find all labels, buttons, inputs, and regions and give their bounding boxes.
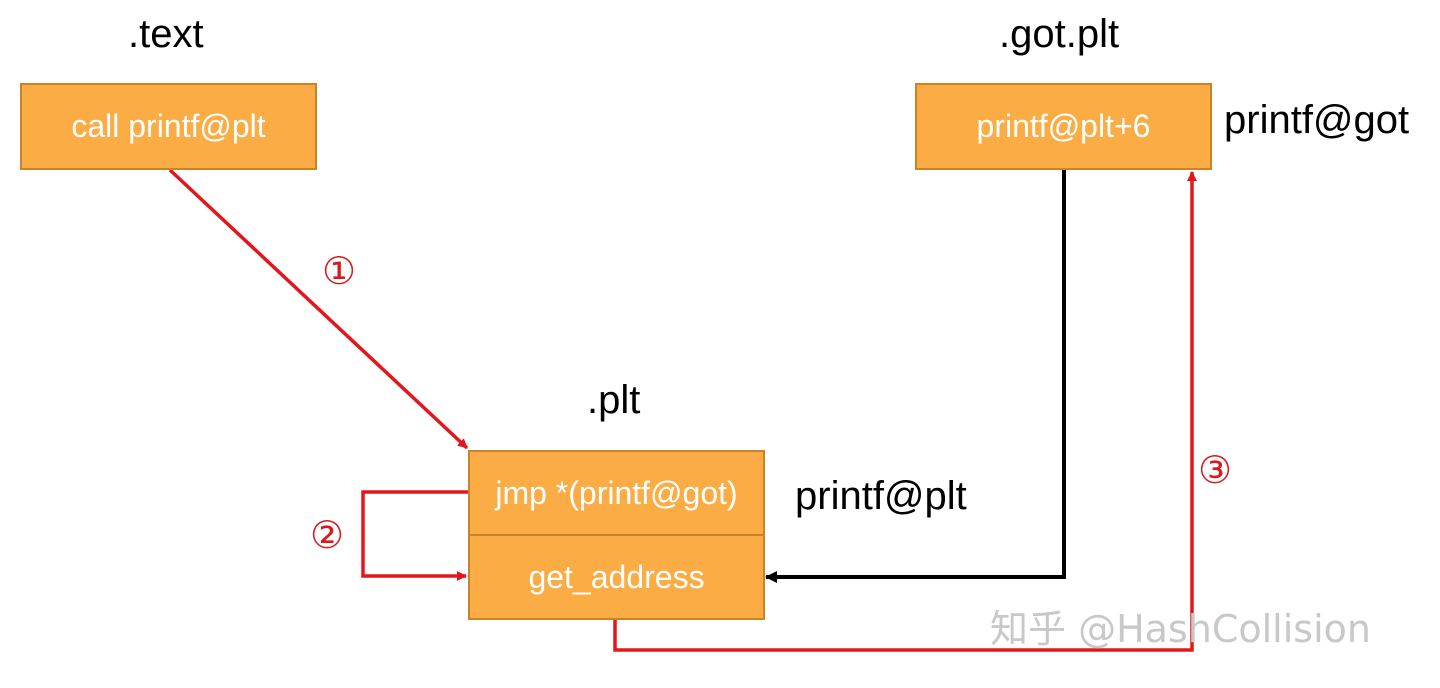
- arrow-get-address-to-got: [613, 171, 1197, 652]
- arrow-call-to-plt: [168, 168, 469, 450]
- section-label-got-plt: .got.plt: [999, 12, 1120, 56]
- watermark: 知乎 @HashCollision: [990, 607, 1371, 651]
- arrow-jmp-to-get-address: [361, 490, 470, 581]
- section-label-text: .text: [128, 12, 204, 56]
- step-1-marker: ①: [322, 249, 357, 293]
- jmp-got-box: jmp *(printf@got): [468, 450, 765, 536]
- arrow-got-to-get-address: [765, 170, 1066, 583]
- step-2-marker: ②: [310, 513, 345, 557]
- got-entry-box: printf@plt+6: [915, 83, 1212, 170]
- printf-plt-label: printf@plt: [795, 474, 967, 518]
- get-address-box: get_address: [468, 534, 765, 620]
- step-3-marker: ③: [1198, 448, 1233, 492]
- call-printf-box: call printf@plt: [20, 83, 317, 170]
- printf-got-label: printf@got: [1224, 98, 1410, 142]
- section-label-plt: .plt: [587, 378, 641, 422]
